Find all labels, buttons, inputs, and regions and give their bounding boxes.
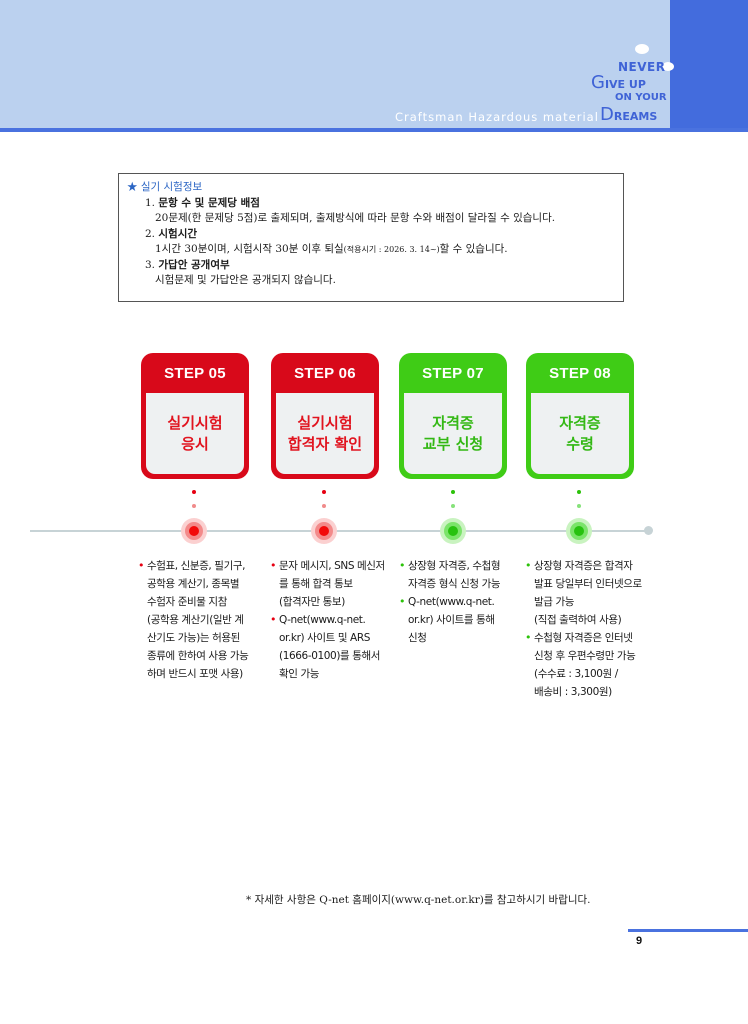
footnote: * 자세한 사항은 Q-net 홈페이지(www.q-net.or.kr)를 참… bbox=[246, 894, 591, 906]
motto-line-1: NEVER bbox=[618, 60, 666, 74]
step-card-05: STEP 05 실기시험 응시 bbox=[141, 353, 249, 479]
header-rule bbox=[0, 128, 748, 132]
bullet-line: 배송비 : 3,300원) bbox=[534, 686, 612, 698]
step-card-07: STEP 07 자격증 교부 신청 bbox=[399, 353, 507, 479]
info-desc-exam-time: 1시간 30분이며, 시험시작 30분 이후 퇴실(적용시기 : 2026. 3… bbox=[155, 243, 508, 255]
step-title: 자격증 수령 bbox=[531, 393, 629, 474]
bullet-line: 산기도 가능)는 허용된 bbox=[147, 632, 240, 644]
bullet-line: (수수료 : 3,100원 / bbox=[534, 668, 618, 680]
motto-line-4: DREAMS bbox=[600, 104, 658, 125]
connector-dot bbox=[322, 490, 326, 494]
bullet-line: (합격자만 통보) bbox=[279, 596, 345, 608]
step-title: 자격증 교부 신청 bbox=[404, 393, 502, 474]
info-title: ★ 실기 시험정보 bbox=[127, 181, 203, 193]
connector-dot bbox=[451, 504, 455, 508]
bullet-line: 발급 가능 bbox=[534, 596, 574, 608]
bullet-line: 종류에 한하여 사용 가능 bbox=[147, 650, 249, 662]
cloud-icon bbox=[662, 62, 674, 71]
bullet-line: 발표 당일부터 인터넷으로 bbox=[534, 578, 642, 590]
connector-dot bbox=[577, 504, 581, 508]
header-subtitle: Craftsman Hazardous material bbox=[395, 110, 599, 124]
bullet-line: 공학용 계산기, 종목별 bbox=[147, 578, 240, 590]
step-label: STEP 06 bbox=[294, 364, 356, 382]
bullet-line: or.kr) 사이트를 통해 bbox=[408, 614, 495, 626]
bullet-item: •상장형 자격증은 합격자 bbox=[525, 559, 633, 572]
step-06-description: •문자 메시지, SNS 메신저 를 통해 합격 통보 (합격자만 통보) •Q… bbox=[270, 557, 385, 683]
motto-line-2: GIVE UP bbox=[591, 72, 646, 93]
bullet-line: 확인 가능 bbox=[279, 668, 319, 680]
bullet-line: (직접 출력하여 사용) bbox=[534, 614, 622, 626]
bullet-line: (1666-0100)를 통해서 bbox=[279, 650, 381, 662]
step-title: 실기시험 합격자 확인 bbox=[276, 393, 374, 474]
connector-dot bbox=[322, 504, 326, 508]
step-label: STEP 07 bbox=[422, 364, 484, 382]
page-header: Craftsman Hazardous material NEVER GIVE … bbox=[0, 0, 748, 132]
bullet-line: 를 통해 합격 통보 bbox=[279, 578, 353, 590]
bullet-item: •Q-net(www.q-net. bbox=[399, 595, 495, 608]
info-item-answer-disclosure: 3. 가답안 공개여부 bbox=[145, 258, 230, 271]
page-number: 9 bbox=[636, 935, 643, 947]
motto-logo: NEVER GIVE UP ON YOUR DREAMS bbox=[588, 42, 678, 126]
bullet-line: 신청 후 우편수령만 가능 bbox=[534, 650, 636, 662]
motto-line-3: ON YOUR bbox=[615, 92, 667, 103]
timeline-end-dot bbox=[644, 526, 653, 535]
step-label: STEP 05 bbox=[164, 364, 226, 382]
bullet-item: •상장형 자격증, 수첩형 bbox=[399, 559, 501, 572]
bullet-line: 신청 bbox=[408, 632, 427, 644]
bullet-item: •Q-net(www.q-net. bbox=[270, 613, 366, 626]
bullet-item: •문자 메시지, SNS 메신저 bbox=[270, 559, 385, 572]
info-item-question-count: 1. 문항 수 및 문제당 배점 bbox=[145, 196, 260, 209]
bullet-line: (공학용 계산기(일반 계 bbox=[147, 614, 244, 626]
step-05-description: •수험표, 신분증, 필기구, 공학용 계산기, 종목별 수험자 준비물 지참 … bbox=[138, 557, 249, 683]
page-number-rule bbox=[628, 929, 748, 932]
info-item-exam-time: 2. 시험시간 bbox=[145, 227, 198, 240]
timeline-node-06 bbox=[311, 518, 337, 544]
timeline-node-05 bbox=[181, 518, 207, 544]
connector-dot bbox=[192, 490, 196, 494]
connector-dot bbox=[451, 490, 455, 494]
connector-dot bbox=[577, 490, 581, 494]
bullet-line: 자격증 형식 신청 가능 bbox=[408, 578, 501, 590]
header-side-block bbox=[670, 0, 748, 132]
bullet-line: 하며 반드시 포맷 사용) bbox=[147, 668, 243, 680]
timeline-node-07 bbox=[440, 518, 466, 544]
step-label: STEP 08 bbox=[549, 364, 611, 382]
connector-dot bbox=[192, 504, 196, 508]
header-banner bbox=[0, 0, 670, 128]
bullet-line: 수험자 준비물 지참 bbox=[147, 596, 227, 608]
timeline-node-08 bbox=[566, 518, 592, 544]
step-07-description: •상장형 자격증, 수첩형 자격증 형식 신청 가능 •Q-net(www.q-… bbox=[399, 557, 501, 647]
step-card-06: STEP 06 실기시험 합격자 확인 bbox=[271, 353, 379, 479]
info-desc-answer-disclosure: 시험문제 및 가답안은 공개되지 않습니다. bbox=[155, 274, 336, 286]
exam-info-box: ★ 실기 시험정보 1. 문항 수 및 문제당 배점 20문제(한 문제당 5점… bbox=[118, 173, 624, 302]
bullet-item: •수첩형 자격증은 인터넷 bbox=[525, 631, 633, 644]
info-desc-question-count: 20문제(한 문제당 5점)로 출제되며, 출제방식에 따라 문항 수와 배점이… bbox=[155, 212, 556, 224]
cloud-icon bbox=[635, 44, 649, 54]
step-08-description: •상장형 자격증은 합격자 발표 당일부터 인터넷으로 발급 가능 (직접 출력… bbox=[525, 557, 642, 701]
step-card-08: STEP 08 자격증 수령 bbox=[526, 353, 634, 479]
timeline-line bbox=[30, 530, 650, 532]
bullet-item: •수험표, 신분증, 필기구, bbox=[138, 559, 246, 572]
bullet-line: or.kr) 사이트 및 ARS bbox=[279, 632, 371, 644]
step-title: 실기시험 응시 bbox=[146, 393, 244, 474]
